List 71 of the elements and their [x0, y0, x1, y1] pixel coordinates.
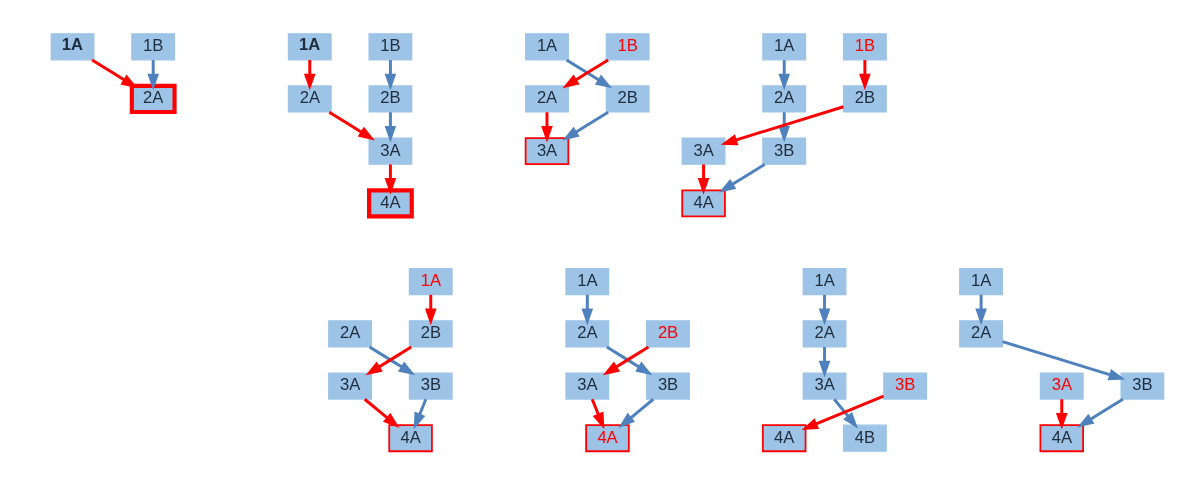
arrow: [618, 398, 655, 428]
node-box: 1A: [408, 268, 453, 296]
node-box: 4A: [388, 424, 433, 453]
arrow: [384, 164, 397, 195]
arrow: [590, 398, 605, 430]
arrow: [801, 394, 885, 430]
node-box: 4A: [585, 424, 630, 453]
node-box: 2B: [646, 320, 690, 348]
arrow: [1002, 340, 1126, 381]
node-box: 4A: [1039, 424, 1084, 453]
arrow: [975, 294, 987, 326]
node-box: 3A: [524, 137, 570, 166]
arrow: [697, 164, 710, 195]
arrow: [581, 294, 594, 326]
arrow: [1077, 398, 1124, 428]
arrow: [818, 347, 831, 378]
arrow: [720, 105, 844, 146]
node-box: 1B: [605, 33, 650, 61]
arrow: [778, 60, 791, 91]
arrow: [833, 398, 859, 429]
node-box: 4A: [761, 424, 807, 453]
node-box: 3B: [883, 372, 928, 400]
node-box: 3A: [368, 137, 413, 165]
node-box: 3B: [408, 372, 453, 400]
node-box: 2A: [762, 85, 807, 113]
node-box: 1A: [50, 33, 95, 61]
node-box: 2A: [525, 85, 569, 113]
node-box: 3A: [565, 372, 610, 400]
node-box: 4B: [842, 424, 887, 452]
arrow: [384, 112, 397, 143]
node-box: 1A: [762, 33, 807, 61]
node-box: 2B: [408, 320, 453, 348]
node-box: 3B: [1120, 372, 1165, 400]
arrow: [363, 398, 400, 428]
arrow: [562, 110, 609, 141]
node-box: 3A: [802, 372, 847, 400]
node-box: 1A: [525, 33, 569, 61]
node-box: 2A: [328, 320, 373, 348]
node-box: 3B: [762, 137, 807, 165]
arrow: [328, 110, 375, 141]
node-box: 1A: [959, 268, 1004, 296]
node-box: 2A: [129, 83, 177, 115]
arrow: [1055, 399, 1068, 430]
node-box: 1B: [131, 33, 176, 61]
arrow: [424, 294, 437, 326]
node-box: 1B: [842, 33, 887, 61]
node-box: 2A: [287, 85, 332, 113]
node-box: 2A: [802, 320, 847, 348]
arrow: [859, 60, 871, 91]
node-box: 3A: [328, 372, 373, 400]
arrow: [413, 398, 428, 430]
arrow: [147, 60, 160, 91]
arrow: [303, 60, 316, 91]
arrow: [818, 294, 831, 326]
node-box: 1A: [565, 268, 610, 296]
node-box: 1A: [287, 33, 332, 61]
node-box: 2A: [565, 320, 610, 348]
node-box: 2B: [368, 85, 413, 113]
node-box: 2B: [605, 85, 650, 113]
node-box: 4A: [681, 189, 726, 218]
arrow: [384, 60, 397, 91]
node-box: 4A: [367, 188, 414, 219]
node-box: 3B: [646, 372, 690, 400]
node-box: 1A: [802, 268, 847, 296]
arrow: [91, 58, 138, 89]
arrow: [719, 163, 766, 193]
node-box: 2B: [842, 85, 887, 113]
node-box: 1B: [368, 33, 413, 61]
node-box: 3A: [1039, 372, 1084, 400]
node-box: 3A: [681, 137, 726, 165]
node-box: 2A: [959, 320, 1004, 348]
